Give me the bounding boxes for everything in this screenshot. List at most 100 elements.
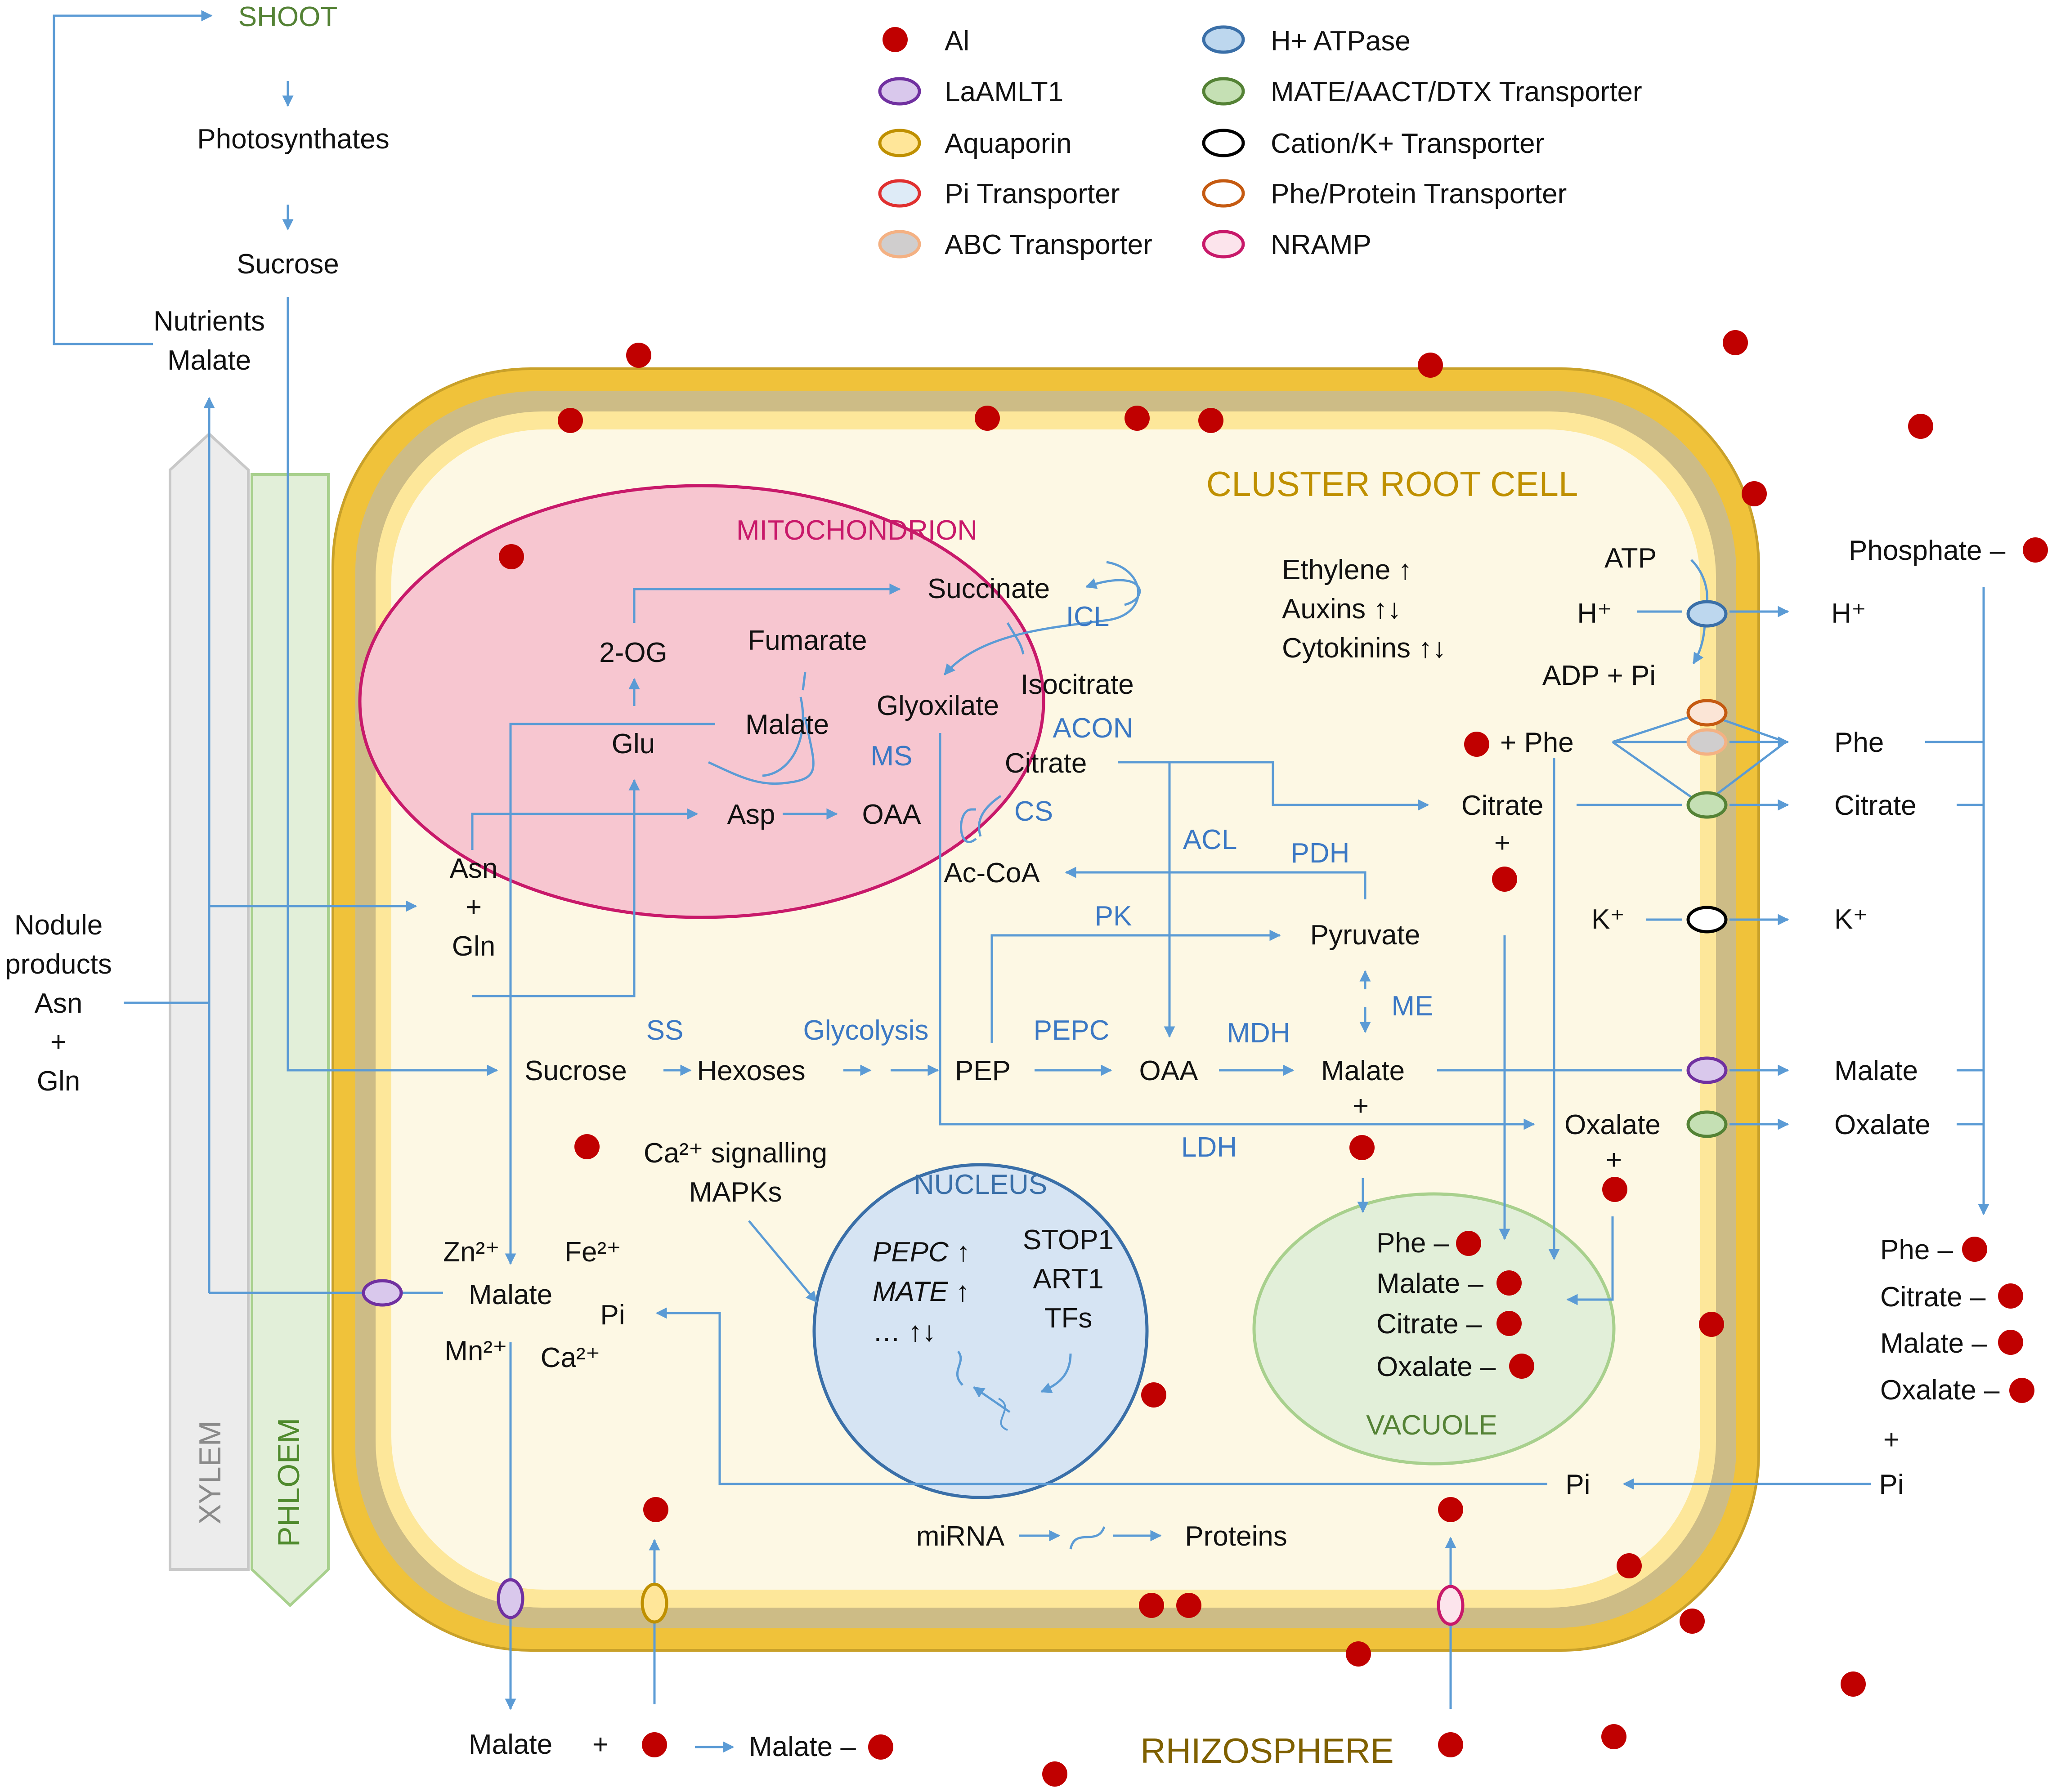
nucleus-tf: STOP1	[1023, 1224, 1114, 1256]
cs-enzyme: CS	[1014, 796, 1053, 827]
phe-in-label: + Phe	[1500, 727, 1574, 758]
atp-label: ATP	[1604, 543, 1657, 574]
al-dot-icon	[1742, 481, 1767, 506]
glyoxilate-label: Glyoxilate	[877, 690, 999, 721]
nucleus-gene: … ↑↓	[873, 1316, 936, 1347]
out-malate-label: Malate	[1834, 1055, 1918, 1086]
al-dot-icon	[643, 1497, 668, 1522]
abc-transporter-icon	[1686, 728, 1728, 756]
xylem-label: XYLEM	[193, 1421, 227, 1524]
aquaporin-channel-icon	[641, 1582, 668, 1624]
al-dot-icon	[1418, 353, 1443, 378]
nodule-line: Asn	[35, 988, 83, 1019]
adp-label: ADP + Pi	[1542, 660, 1656, 691]
nucleus	[812, 1163, 1149, 1499]
legend-label: NRAMP	[1271, 229, 1371, 260]
al-dot-icon	[1841, 1671, 1866, 1697]
me-enzyme: ME	[1392, 991, 1434, 1022]
out-complex: Phe –	[1880, 1234, 1953, 1265]
cation-transporter-icon	[1686, 906, 1728, 934]
legend-label: Phe/Protein Transporter	[1271, 179, 1567, 210]
photosynthates-label: Photosynthates	[197, 124, 389, 155]
h-atpase-icon	[1202, 25, 1245, 54]
al-dot-icon	[1176, 1593, 1201, 1618]
al-dot-icon	[1346, 1641, 1371, 1667]
al-dot-icon	[1139, 1593, 1164, 1618]
vacuole-title: VACUOLE	[1366, 1410, 1497, 1441]
cyto-citrate-label: Citrate	[1461, 790, 1544, 821]
ldh-enzyme: LDH	[1181, 1132, 1237, 1163]
al-dot-icon	[1464, 732, 1489, 757]
vacuole-complex: Malate –	[1376, 1268, 1483, 1299]
out-complex: Oxalate –	[1880, 1375, 2000, 1406]
vacuole-complex: Oxalate –	[1376, 1351, 1496, 1382]
al-dot-icon	[574, 1134, 600, 1159]
mito-oaa-label: OAA	[862, 799, 922, 830]
al-dot-icon	[1496, 1311, 1522, 1336]
al-dot-icon	[883, 27, 908, 52]
cyto-sucrose-label: Sucrose	[524, 1055, 627, 1086]
vacuole-complex: Citrate –	[1376, 1309, 1482, 1340]
al-dot-icon	[1680, 1609, 1705, 1634]
al-dot-icon	[1617, 1553, 1642, 1578]
mirna-label: miRNA	[916, 1521, 1005, 1552]
cell-title: CLUSTER ROOT CELL	[1206, 464, 1578, 504]
nucleus-title: NUCLEUS	[914, 1169, 1047, 1200]
pdh-enzyme: PDH	[1291, 838, 1350, 869]
legend-label: Cation/K+ Transporter	[1271, 128, 1544, 159]
acon-enzyme: ACON	[1053, 713, 1133, 744]
al-dot-icon	[1042, 1761, 1067, 1787]
legend-label: H+ ATPase	[1271, 26, 1411, 57]
two-og-label: 2-OG	[599, 637, 668, 668]
asn-line: Asn	[450, 853, 498, 884]
legend-label: Pi Transporter	[945, 179, 1120, 210]
legend: Al LaAMLT1 Aquaporin Pi Transporter ABC …	[878, 25, 1642, 260]
legend-label: Aquaporin	[945, 128, 1072, 159]
mate-transporter-icon	[1686, 791, 1728, 819]
pi-in-label: Pi	[1565, 1469, 1590, 1500]
nucleus-gene: PEPC ↑	[873, 1237, 970, 1268]
pepc-enzyme: PEPC	[1034, 1015, 1110, 1046]
al-dot-icon	[1509, 1354, 1534, 1379]
al-dot-icon	[1962, 1237, 1987, 1262]
al-dot-icon	[642, 1732, 667, 1757]
nucleus-contents: PEPC ↑ MATE ↑ … ↑↓ STOP1 ART1 TFs	[873, 1224, 1114, 1347]
mdh-enzyme: MDH	[1227, 1018, 1290, 1049]
phe-transporter-icon	[1686, 699, 1728, 727]
icl-enzyme: ICL	[1066, 601, 1109, 632]
al-dot-icon	[1699, 1312, 1724, 1337]
nramp-icon	[1437, 1585, 1465, 1626]
rhizo-complex: Malate –	[749, 1731, 856, 1762]
shoot-title: SHOOT	[238, 1, 337, 32]
al-dot-icon	[558, 408, 583, 433]
al-dot-icon	[1198, 408, 1223, 433]
acoa-label: Ac-CoA	[944, 858, 1040, 889]
pi-label: Pi	[600, 1300, 625, 1331]
asn-gln: Asn + Gln	[450, 853, 498, 962]
out-oxalate-label: Oxalate	[1834, 1109, 1931, 1140]
out-k-label: K⁺	[1834, 904, 1868, 935]
al-dot-icon	[1908, 414, 1933, 439]
al-dot-icon	[2009, 1378, 2034, 1403]
al-dot-icon	[1125, 406, 1150, 431]
hormones: Ethylene ↑ Auxins ↑↓ Cytokinins ↑↓	[1282, 554, 1446, 664]
fumarate-label: Fumarate	[748, 625, 867, 656]
nucleus-gene: MATE ↑	[873, 1276, 970, 1307]
al-dot-icon	[1602, 1177, 1627, 1202]
nutrients-label: Nutrients	[153, 306, 265, 337]
al-dot-icon	[1601, 1724, 1626, 1749]
laamlt1-channel-icon	[497, 1578, 524, 1619]
nramp-icon	[1202, 230, 1245, 259]
asn-line: Gln	[452, 931, 495, 962]
al-dot-icon	[1438, 1732, 1463, 1757]
ss-enzyme: SS	[646, 1015, 684, 1046]
h-in-label: H⁺	[1577, 598, 1612, 629]
cyto-oxalate-label: Oxalate	[1564, 1109, 1661, 1140]
hexoses-label: Hexoses	[697, 1055, 805, 1086]
succinate-label: Succinate	[927, 573, 1050, 604]
legend-label: ABC Transporter	[945, 229, 1152, 260]
mito-citrate-label: Citrate	[1005, 748, 1087, 779]
al-dot-icon	[1998, 1330, 2023, 1355]
h-atpase-icon	[1686, 600, 1728, 628]
